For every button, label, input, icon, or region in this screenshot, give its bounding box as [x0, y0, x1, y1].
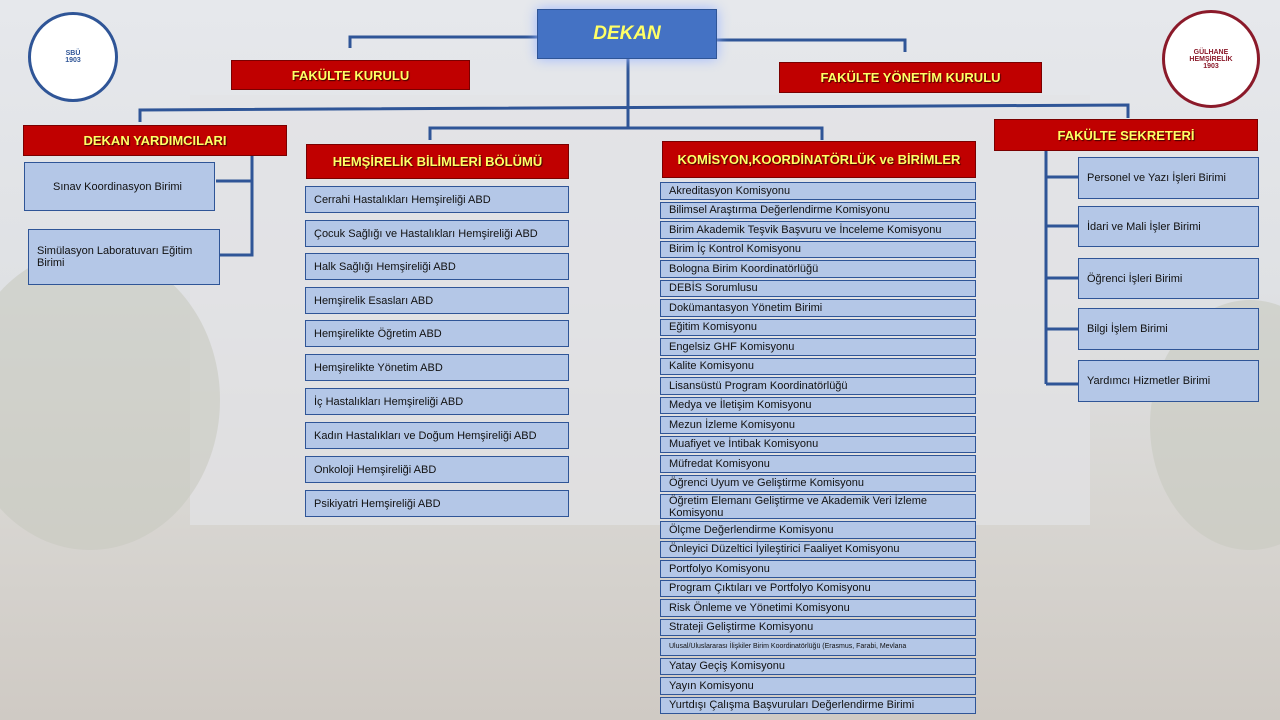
komisyon-box: KOMİSYON,KOORDİNATÖRLÜK ve BİRİMLER — [662, 141, 976, 178]
commission-box: Öğrenci Uyum ve Geliştirme Komisyonu — [660, 474, 976, 492]
commission-box: Lisansüstü Program Koordinatörlüğü — [660, 377, 976, 395]
hemsirelik-bolumu-box: HEMŞİRELİK BİLİMLERİ BÖLÜMÜ — [306, 144, 569, 179]
commission-box: Ulusal/Uluslararası İlişkiler Birim Koor… — [660, 638, 976, 656]
department-box: Hemşirelikte Yönetim ABD — [305, 354, 569, 381]
fakulte-yonetim-kurulu-box: FAKÜLTE YÖNETİM KURULU — [779, 62, 1042, 93]
department-box: Psikiyatri Hemşireliği ABD — [305, 490, 569, 517]
commission-box: Engelsiz GHF Komisyonu — [660, 338, 976, 356]
commission-box: Müfredat Komisyonu — [660, 455, 976, 473]
department-box: Halk Sağlığı Hemşireliği ABD — [305, 253, 569, 280]
unit-box: Personel ve Yazı İşleri Birimi — [1078, 157, 1259, 199]
commission-box: DEBİS Sorumlusu — [660, 279, 976, 297]
fakulte-sekreteri-box: FAKÜLTE SEKRETERİ — [994, 119, 1258, 151]
unit-box: Sınav Koordinasyon Birimi — [24, 162, 215, 211]
unit-box: Öğrenci İşleri Birimi — [1078, 258, 1259, 299]
department-box: Onkoloji Hemşireliği ABD — [305, 456, 569, 483]
department-box: Çocuk Sağlığı ve Hastalıkları Hemşireliğ… — [305, 220, 569, 247]
commission-box: Birim Akademik Teşvik Başvuru ve İncelem… — [660, 221, 976, 239]
unit-box: Bilgi İşlem Birimi — [1078, 308, 1259, 350]
unit-box: Simülasyon Laboratuvarı Eğitim Birimi — [28, 229, 220, 285]
commission-box: Bologna Birim Koordinatörlüğü — [660, 260, 976, 278]
commission-box: Yayın Komisyonu — [660, 677, 976, 695]
commission-box: Ölçme Değerlendirme Komisyonu — [660, 521, 976, 539]
department-box: İç Hastalıkları Hemşireliği ABD — [305, 388, 569, 415]
background-tree — [0, 250, 220, 550]
department-box: Kadın Hastalıkları ve Doğum Hemşireliği … — [305, 422, 569, 449]
commission-box: Birim İç Kontrol Komisyonu — [660, 240, 976, 258]
fakulte-kurulu-box: FAKÜLTE KURULU — [231, 60, 470, 90]
commission-box: Strateji Geliştirme Komisyonu — [660, 618, 976, 636]
commission-box: Önleyici Düzeltici İyileştirici Faaliyet… — [660, 540, 976, 558]
commission-box: Akreditasyon Komisyonu — [660, 182, 976, 200]
commission-box: Bilimsel Araştırma Değerlendirme Komisyo… — [660, 201, 976, 219]
commission-box: Portfolyo Komisyonu — [660, 560, 976, 578]
unit-box: Yardımcı Hizmetler Birimi — [1078, 360, 1259, 402]
commission-box: Öğretim Elemanı Geliştirme ve Akademik V… — [660, 494, 976, 519]
department-box: Hemşirelik Esasları ABD — [305, 287, 569, 314]
commission-box: Mezun İzleme Komisyonu — [660, 416, 976, 434]
commission-box: Yurtdışı Çalışma Başvuruları Değerlendir… — [660, 696, 976, 714]
dekan-box: DEKAN — [537, 9, 717, 59]
department-box: Cerrahi Hastalıkları Hemşireliği ABD — [305, 186, 569, 213]
dekan-yardimcilari-box: DEKAN YARDIMCILARI — [23, 125, 287, 156]
commission-box: Risk Önleme ve Yönetimi Komisyonu — [660, 599, 976, 617]
commission-box: Medya ve İletişim Komisyonu — [660, 396, 976, 414]
commission-box: Yatay Geçiş Komisyonu — [660, 657, 976, 675]
commission-box: Muafiyet ve İntibak Komisyonu — [660, 435, 976, 453]
commission-box: Dokümantasyon Yönetim Birimi — [660, 299, 976, 317]
commission-box: Program Çıktıları ve Portfolyo Komisyonu — [660, 579, 976, 597]
department-box: Hemşirelikte Öğretim ABD — [305, 320, 569, 347]
unit-box: İdari ve Mali İşler Birimi — [1078, 206, 1259, 247]
commission-box: Eğitim Komisyonu — [660, 318, 976, 336]
commission-box: Kalite Komisyonu — [660, 357, 976, 375]
